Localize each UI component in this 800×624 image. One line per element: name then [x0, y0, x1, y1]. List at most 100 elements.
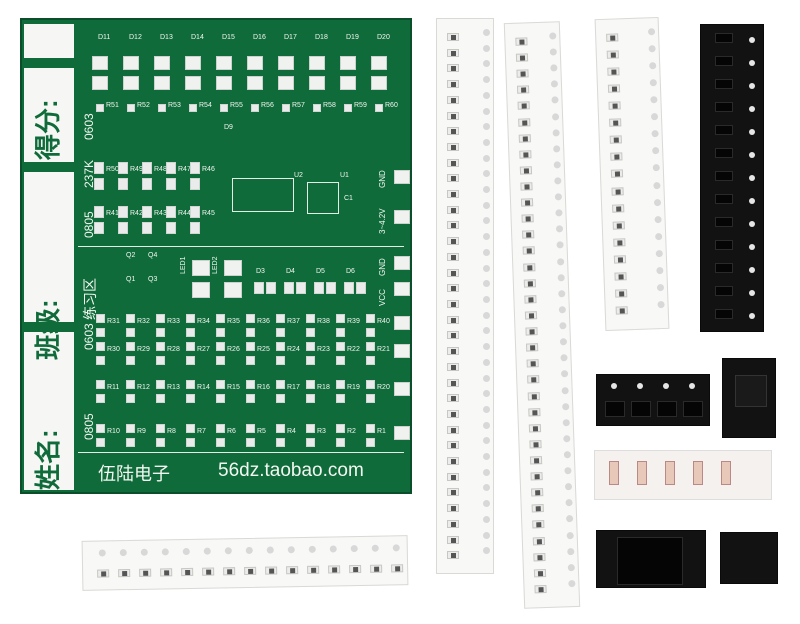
resistor-label: R5: [257, 428, 266, 435]
c1-label: C1: [344, 195, 353, 202]
sprocket-hole: [749, 221, 755, 227]
smd-component: [613, 237, 626, 247]
resistor-pad: [96, 356, 105, 365]
resistor-pad: [306, 314, 315, 323]
sprocket-hole: [557, 257, 565, 266]
smd-component: [528, 423, 542, 433]
sprocket-hole: [483, 296, 490, 303]
diode-strip-clear: [594, 450, 772, 500]
diode-pad: [314, 282, 324, 294]
smd-component: [532, 536, 546, 545]
resistor-label: R47: [178, 166, 191, 173]
sprocket-hole: [550, 80, 559, 88]
smd-component: [391, 564, 404, 573]
resistor-label: R37: [287, 318, 300, 325]
resistor-pad: [366, 356, 375, 365]
resistor-pad: [186, 424, 195, 433]
resistor-pad: [126, 424, 135, 433]
resistor-pad: [158, 104, 166, 112]
diode-component: [637, 461, 647, 485]
resistor-label: R6: [227, 428, 236, 435]
resistor-pad: [276, 424, 285, 433]
sprocket-hole: [650, 113, 659, 121]
smd-component: [447, 127, 459, 136]
resistor-tape-vertical: [436, 18, 494, 574]
sprocket-hole: [266, 546, 274, 554]
sprocket-hole: [553, 161, 561, 169]
resistor-pad: [246, 356, 255, 365]
sprocket-hole: [483, 453, 490, 461]
sprocket-hole: [563, 451, 572, 459]
resistor-label: R50: [106, 166, 119, 173]
resistor-pad: [216, 356, 225, 365]
sprocket-hole: [749, 152, 755, 158]
resistor-pad: [94, 206, 104, 218]
resistor-pad: [190, 206, 200, 218]
edge-pad: [394, 426, 410, 440]
resistor-label: R41: [106, 210, 119, 217]
resistor-pad: [166, 222, 176, 234]
sprocket-hole: [648, 45, 656, 53]
sprocket-hole: [647, 28, 656, 36]
sprocket-hole: [483, 280, 490, 288]
transistor-pocket: [715, 217, 733, 227]
sprocket-hole: [549, 48, 557, 56]
u1-label: U1: [340, 172, 349, 179]
ic-chip-strip: [722, 358, 776, 438]
smd-component: [447, 551, 459, 560]
smd-component: [447, 315, 459, 324]
resistor-label: R11: [107, 384, 120, 391]
led1-pad: [192, 260, 210, 276]
diode-component: [665, 461, 675, 485]
resistor-pad: [246, 394, 255, 403]
resistor-pad: [366, 394, 375, 403]
resistor-pad: [186, 356, 195, 365]
sprocket-hole: [567, 547, 575, 555]
smd-component: [531, 504, 544, 513]
sprocket-hole: [483, 343, 490, 351]
resistor-tape-vertical: [503, 21, 581, 609]
sprocket-hole: [749, 313, 755, 319]
transistor-pocket: [715, 240, 733, 250]
led-pad: [247, 56, 263, 70]
led-pad: [371, 56, 387, 70]
resistor-label: R46: [202, 166, 215, 173]
sprocket-hole: [551, 112, 560, 121]
smd-component: [447, 394, 459, 403]
sprocket-hole: [649, 62, 657, 70]
resistor-pad: [366, 380, 375, 389]
smd-component: [447, 221, 459, 230]
pcb-practice-board: 姓名: 班级: 得分: 0603 237K 0805 0603 0805 练习区…: [20, 18, 412, 494]
smd-component: [609, 135, 622, 145]
smd-component: [447, 519, 459, 528]
sprocket-hole: [483, 374, 490, 382]
sprocket-hole: [308, 545, 316, 553]
resistor-pad: [118, 206, 128, 218]
sprocket-hole: [483, 484, 490, 492]
resistor-pad: [306, 356, 315, 365]
resistor-pad: [336, 342, 345, 351]
brand-label: 伍陆电子: [98, 464, 170, 484]
sprocket-hole: [483, 531, 490, 539]
smd-component: [447, 80, 459, 89]
resistor-pad: [246, 328, 255, 337]
sprocket-hole: [483, 547, 490, 555]
sprocket-hole: [749, 83, 755, 89]
ic-u1-footprint: [307, 182, 339, 214]
resistor-label: R12: [137, 384, 150, 391]
smd-component: [610, 152, 623, 162]
sprocket-hole: [611, 383, 617, 389]
sprocket-hole: [561, 386, 569, 394]
smd-component: [447, 472, 459, 481]
sprocket-hole: [565, 499, 573, 507]
voltage-pad: [394, 210, 410, 224]
resistor-pad: [246, 342, 255, 351]
smd-component: [447, 331, 459, 340]
transistor-pocket: [715, 263, 733, 273]
smd-component: [447, 268, 459, 277]
sprocket-hole: [663, 383, 669, 389]
sprocket-hole: [749, 106, 755, 112]
resistor-pad: [306, 438, 315, 447]
resistor-pad: [156, 342, 165, 351]
ic-u2-footprint: [232, 178, 294, 212]
